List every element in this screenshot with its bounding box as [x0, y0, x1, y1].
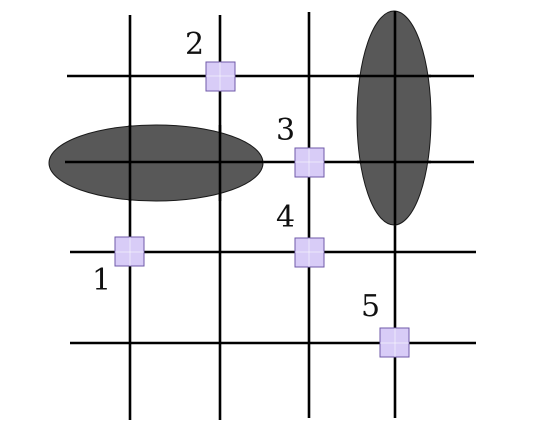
marker-2-label: 2 [185, 27, 204, 62]
marker-2: 2 [185, 27, 236, 92]
marker-4-label: 4 [276, 200, 295, 235]
marker-3: 3 [276, 113, 325, 178]
marker-1: 1 [92, 236, 145, 298]
marker-5: 5 [361, 289, 410, 358]
marker-4: 4 [276, 200, 325, 268]
marker-3-label: 3 [276, 113, 295, 148]
grid-lines-over-obstacles [65, 11, 431, 225]
marker-1-label: 1 [92, 263, 111, 298]
marker-5-label: 5 [361, 289, 380, 324]
